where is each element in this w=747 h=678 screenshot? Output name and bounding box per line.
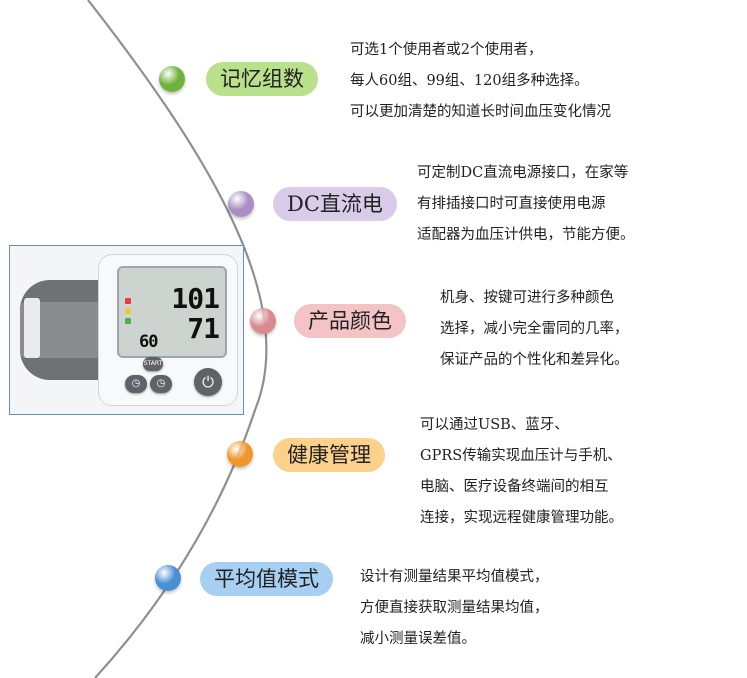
feature-title-health: 健康管理 <box>273 438 385 472</box>
feature-title-average: 平均值模式 <box>200 562 333 596</box>
memory-button[interactable]: ◷ <box>125 375 147 393</box>
description-line: 可定制DC直流电源接口，在家等 <box>417 165 629 181</box>
feature-dot-icon <box>250 308 276 334</box>
description-line: 可以通过USB、蓝牙、 <box>420 417 569 433</box>
feature-dot-icon <box>227 441 253 467</box>
feature-description-color: 机身、按键可进行多种颜色 选择，减小完全雷同的几率， 保证产品的个性化和差异化。 <box>440 283 629 376</box>
set-button[interactable]: ◷ <box>150 375 172 393</box>
diastolic-reading: 71 <box>187 312 220 345</box>
description-line: 可选1个使用者或2个使用者， <box>350 42 543 58</box>
description-line: 适配器为血压计供电，节能方便。 <box>417 227 635 243</box>
power-button[interactable]: ⏻ <box>194 368 222 396</box>
description-line: 机身、按键可进行多种颜色 <box>440 290 614 306</box>
description-line: 方便直接获取测量结果均值， <box>360 600 549 616</box>
indicator-led-red <box>125 298 131 304</box>
description-line: 每人60组、99组、120组多种选择。 <box>350 73 589 89</box>
description-line: 设计有测量结果平均值模式， <box>360 569 549 585</box>
feature-dot-icon <box>155 565 181 591</box>
description-line: 保证产品的个性化和差异化。 <box>440 352 629 368</box>
description-line: 电脑、医疗设备终端间的相互 <box>420 479 609 495</box>
start-button[interactable]: START <box>143 357 163 371</box>
feature-description-dc-power: 可定制DC直流电源接口，在家等 有排插接口时可直接使用电源 适配器为血压计供电，… <box>417 158 635 251</box>
description-line: 选择，减小完全雷同的几率， <box>440 321 629 337</box>
description-line: 减小测量误差值。 <box>360 631 476 647</box>
indicator-led-yellow <box>125 308 131 314</box>
feature-description-average: 设计有测量结果平均值模式， 方便直接获取测量结果均值， 减小测量误差值。 <box>360 562 549 655</box>
feature-title-memory: 记忆组数 <box>206 62 318 96</box>
feature-title-color: 产品颜色 <box>294 304 406 338</box>
blood-pressure-monitor-image: 101 71 60 START ◷ ◷ ⏻ <box>9 245 244 415</box>
feature-description-health: 可以通过USB、蓝牙、 GPRS传输实现血压计与手机、 电脑、医疗设备终端间的相… <box>420 410 623 534</box>
description-line: 有排插接口时可直接使用电源 <box>417 196 606 212</box>
set-icon: ◷ <box>156 378 166 389</box>
indicator-led-green <box>125 318 131 324</box>
cuff-tab <box>24 298 40 358</box>
memory-icon: ◷ <box>131 378 141 389</box>
description-line: 连接，实现远程健康管理功能。 <box>420 510 623 526</box>
lcd-screen: 101 71 60 <box>117 266 227 358</box>
power-icon: ⏻ <box>202 373 214 391</box>
description-line: GPRS传输实现血压计与手机、 <box>420 448 622 464</box>
pulse-reading: 60 <box>139 332 159 352</box>
feature-description-memory: 可选1个使用者或2个使用者， 每人60组、99组、120组多种选择。 可以更加清… <box>350 35 611 128</box>
systolic-reading: 101 <box>171 282 220 315</box>
feature-title-dc-power: DC直流电 <box>273 187 397 221</box>
feature-dot-icon <box>159 66 185 92</box>
description-line: 可以更加清楚的知道长时间血压变化情况 <box>350 104 611 120</box>
feature-dot-icon <box>228 191 254 217</box>
